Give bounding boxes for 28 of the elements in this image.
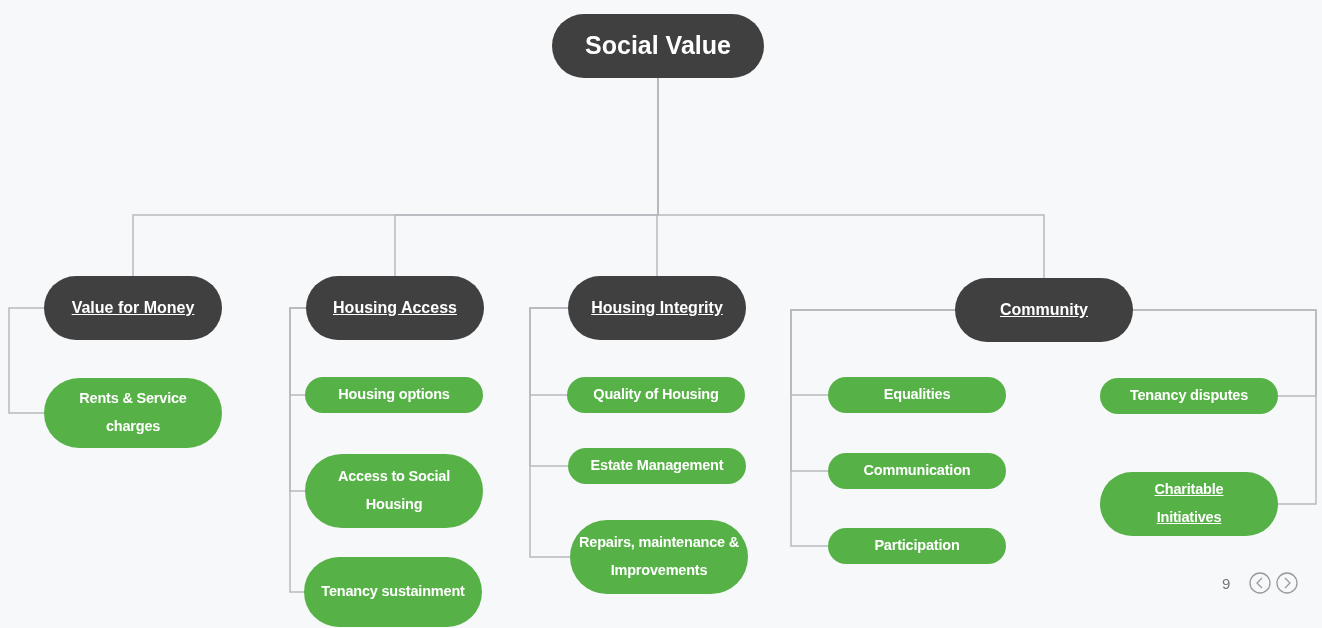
node-label: Community (1000, 299, 1088, 320)
topic-node (305, 377, 483, 413)
node-label: Social Value (585, 30, 731, 62)
topic-node (828, 377, 1006, 413)
node-label: Participation (874, 536, 960, 556)
connector-line (8, 307, 45, 414)
topic-node (1100, 378, 1278, 414)
node-label: Housing Access (333, 297, 457, 318)
node-label: Value for Money (71, 297, 195, 318)
topic-node (828, 528, 1006, 564)
node-label: Charitable Initiatives (1153, 480, 1225, 527)
connector-line (529, 307, 571, 558)
node-label: Estate Management (590, 456, 724, 476)
connector-line (1132, 309, 1317, 505)
topic-node (828, 453, 1006, 489)
topic-node (567, 377, 745, 413)
node-label: Access to Social Housing (336, 467, 452, 514)
node-label: Housing options (338, 385, 450, 405)
node-label: Tenancy disputes (1129, 386, 1249, 406)
node-label: Quality of Housing (593, 385, 719, 405)
node-label: Repairs, maintenance & Improvements (578, 533, 740, 580)
topic-node (568, 448, 746, 484)
node-label: Tenancy sustainment (321, 582, 465, 602)
page-number: 9 (1222, 575, 1231, 592)
node-label: Equalities (883, 385, 951, 405)
node-label: Communication (863, 461, 971, 481)
node-label: Housing Integrity (591, 297, 723, 318)
node-label: Rents & Service charges (78, 389, 188, 436)
